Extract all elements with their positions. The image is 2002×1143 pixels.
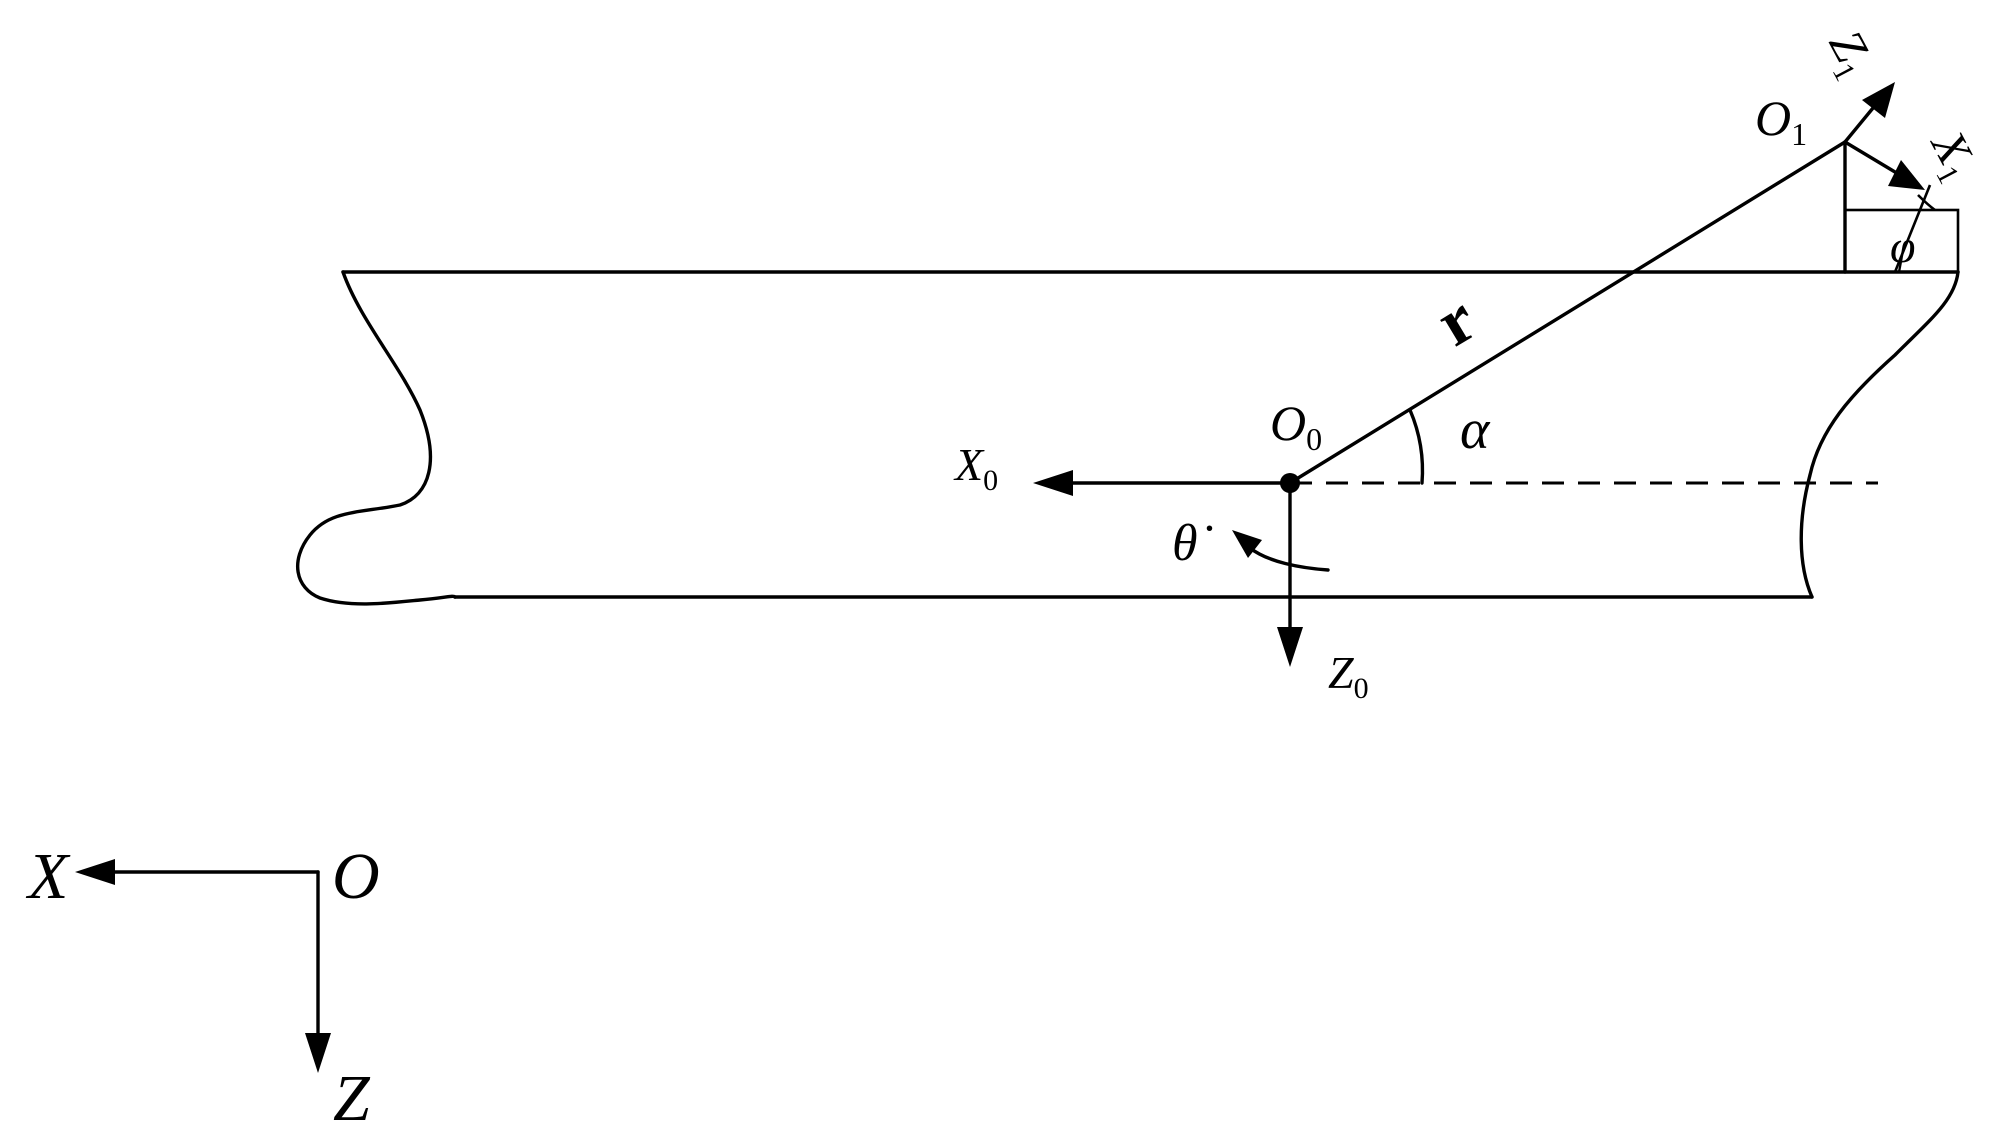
label-phi: φ (1890, 221, 1915, 272)
deck-box (1843, 208, 1960, 274)
global-X-arrowhead (75, 859, 115, 885)
label-global-O: O (332, 840, 380, 913)
Z1-axis-line (1843, 106, 1875, 144)
label-Z1: Z1 (1813, 22, 1885, 87)
position-vector-r (1288, 140, 1847, 485)
phi-angle-arc (1917, 194, 1936, 212)
theta-dot-rotation-arrow (1232, 530, 1330, 572)
label-global-X: X (25, 840, 71, 913)
label-Z0: Z0 (1328, 647, 1369, 705)
label-X1: X1 (1915, 121, 1989, 190)
alpha-angle-arc (1408, 408, 1425, 485)
label-O0: O0 (1270, 395, 1322, 457)
rotation-arc (1248, 546, 1330, 572)
global-Z-arrowhead (305, 1033, 331, 1073)
rotation-arrowhead (1232, 530, 1262, 558)
global-axes (75, 859, 331, 1073)
hull-bow-curve (295, 270, 457, 606)
X1-arrowhead (1888, 160, 1925, 190)
label-alpha: α (1460, 399, 1491, 461)
label-r: r (1423, 280, 1488, 361)
hull-stern-curve (1799, 270, 1960, 599)
Z1-arrowhead (1862, 82, 1895, 118)
label-theta-dot: θ̇ (1172, 515, 1213, 572)
ship-hull (295, 270, 1960, 606)
axes-O0 (1033, 470, 1303, 667)
label-global-Z: Z (333, 1062, 371, 1135)
axes-O1 (1843, 82, 1925, 190)
label-O1: O1 (1755, 90, 1807, 152)
O0-origin-dot (1280, 473, 1300, 493)
Z0-arrowhead (1277, 627, 1303, 667)
X0-arrowhead (1033, 470, 1073, 496)
X1-axis-line (1843, 140, 1897, 174)
label-X0: X0 (953, 439, 998, 497)
